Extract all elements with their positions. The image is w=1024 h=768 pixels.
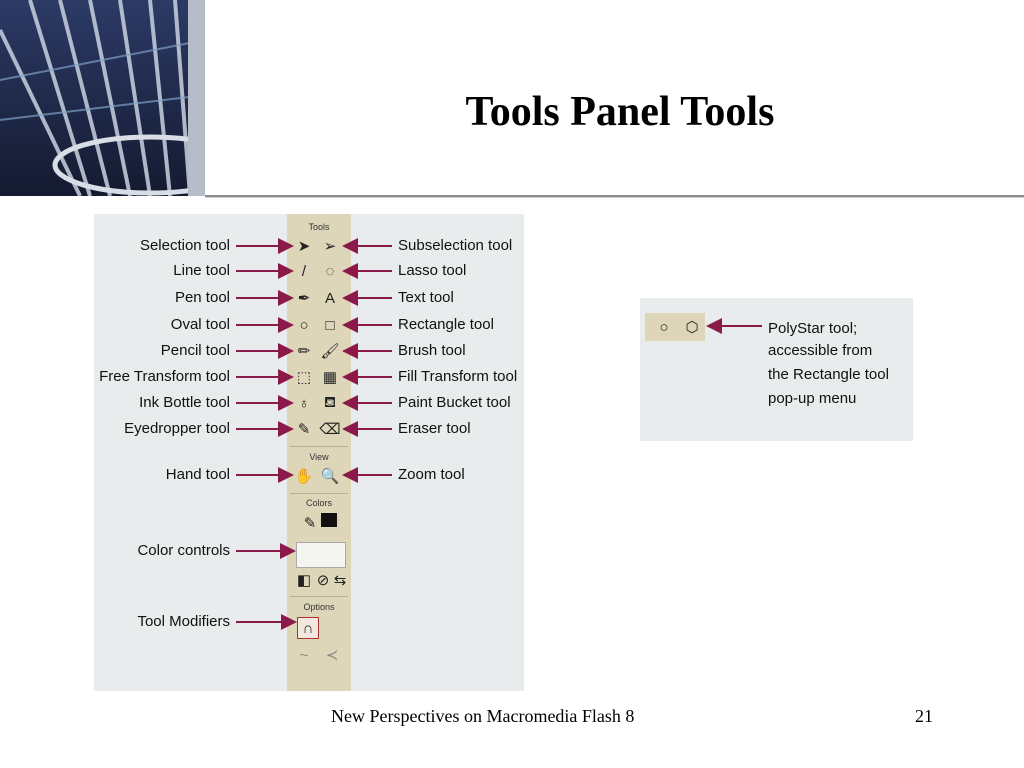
title-divider-highlight [205, 197, 1024, 198]
snap-to-objects-icon[interactable]: ∩ [297, 617, 319, 639]
paint-bucket-icon[interactable]: ⛾ [323, 393, 337, 411]
label-oval-tool: Oval tool [170, 316, 230, 333]
label-selection-tool: Selection tool [139, 237, 230, 254]
pen-icon[interactable]: ✒ [297, 290, 311, 307]
polystar-icon[interactable]: ⬡ [685, 319, 699, 336]
label-rectangle-tool: Rectangle tool [398, 316, 494, 333]
label-color-controls: Color controls [137, 542, 230, 559]
palette-section-options: Options [303, 602, 335, 612]
label-pencil-tool: Pencil tool [160, 342, 230, 359]
label-tool-modifiers: Tool Modifiers [137, 613, 230, 630]
label-free-transform-tool: Free Transform tool [99, 368, 230, 385]
label-ink-bottle-tool: Ink Bottle tool [139, 394, 230, 411]
smooth-icon[interactable]: ~ [299, 646, 309, 664]
label-lasso-tool: Lasso tool [398, 262, 467, 279]
palette-section-tools: Tools [308, 222, 330, 232]
tools-palette [287, 214, 351, 691]
palette-section-colors: Colors [305, 498, 332, 508]
subselection-arrow-icon[interactable]: ➢ [323, 238, 337, 255]
footer-text: New Perspectives on Macromedia Flash 8 [331, 706, 635, 726]
label-paint-bucket-tool: Paint Bucket tool [398, 394, 511, 411]
hand-icon[interactable]: ✋ [294, 468, 314, 485]
fill-transform-icon[interactable]: ▦ [322, 369, 338, 386]
title-divider [205, 195, 1024, 197]
label-hand-tool: Hand tool [165, 466, 230, 483]
label-eyedropper-tool: Eyedropper tool [124, 420, 230, 437]
lasso-icon[interactable]: ◌ [325, 262, 335, 280]
ink-bottle-icon[interactable]: ♁ [298, 394, 310, 412]
label-subselection-tool: Subselection tool [398, 237, 513, 254]
polystar-button-strip [645, 313, 705, 341]
fill-color-control[interactable] [296, 542, 346, 568]
line-icon[interactable]: / [301, 262, 307, 280]
label-text-tool: Text tool [398, 289, 454, 306]
selection-arrow-icon[interactable]: ➤ [297, 238, 311, 255]
no-color-icon[interactable]: ⊘ [316, 572, 330, 589]
page-number: 21 [915, 706, 933, 726]
rectangle-icon[interactable]: □ [325, 316, 335, 334]
oval-icon[interactable]: ○ [659, 318, 669, 336]
polystar-note-line: accessible from [768, 342, 873, 359]
palette-separator [290, 493, 348, 494]
pencil-icon[interactable]: ✏ [297, 343, 311, 360]
eraser-icon[interactable]: ⌫ [319, 421, 341, 438]
black-white-icon[interactable]: ◧ [296, 572, 312, 589]
eyedropper-icon[interactable]: ✎ [297, 421, 311, 438]
polystar-note-line: the Rectangle tool [768, 366, 889, 383]
brush-icon[interactable]: 🖌 [320, 343, 340, 360]
label-line-tool: Line tool [173, 262, 230, 279]
polystar-note-line: pop-up menu [768, 390, 857, 407]
stroke-color-icon[interactable]: ✎ [303, 515, 317, 532]
label-eraser-tool: Eraser tool [398, 420, 471, 437]
oval-icon[interactable]: ○ [299, 316, 309, 334]
label-pen-tool: Pen tool [174, 289, 230, 306]
header-photo [0, 0, 205, 196]
straighten-icon[interactable]: ≺ [325, 647, 339, 664]
text-icon[interactable]: A [324, 289, 335, 307]
stroke-color-swatch[interactable] [321, 513, 337, 527]
slide-title: Tools Panel Tools [465, 89, 775, 135]
palette-separator [290, 596, 348, 597]
polystar-note-line: PolyStar tool; [768, 320, 858, 337]
palette-separator [290, 446, 348, 447]
free-transform-icon[interactable]: ⬚ [296, 369, 312, 386]
swap-colors-icon[interactable]: ⇆ [333, 572, 347, 589]
label-brush-tool: Brush tool [398, 342, 466, 359]
label-fill-transform-tool: Fill Transform tool [398, 368, 518, 385]
zoom-icon[interactable]: 🔍 [320, 468, 340, 485]
label-zoom-tool: Zoom tool [398, 466, 465, 483]
palette-section-view: View [309, 452, 329, 462]
